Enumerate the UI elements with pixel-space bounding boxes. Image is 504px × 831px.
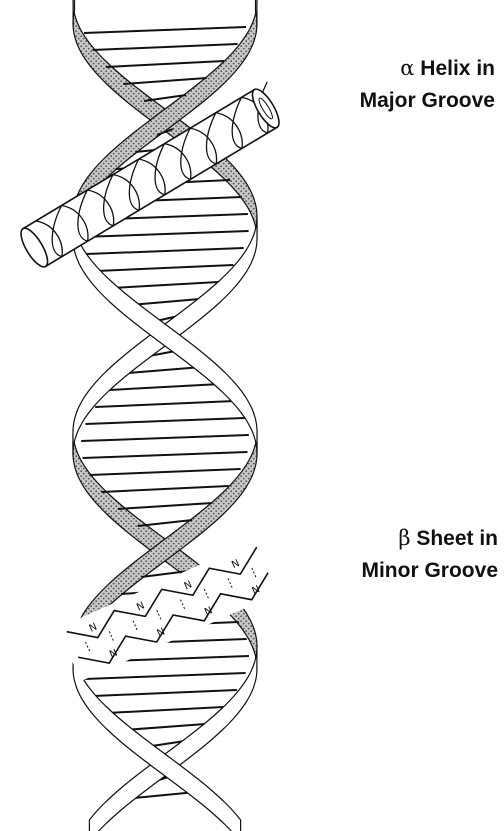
base-pair-rung <box>83 452 248 458</box>
beta-label-text: Sheet in <box>416 527 498 550</box>
beta-sheet-label: β Sheet in Minor Groove <box>270 522 498 587</box>
base-pair-rung <box>93 690 237 696</box>
base-pair-rung <box>81 231 248 237</box>
base-pair-rung <box>86 418 245 424</box>
base-pair-rung <box>118 503 212 509</box>
alpha-helix-label: α Helix in Major Groove <box>270 52 495 117</box>
base-pair-rung <box>89 469 240 475</box>
base-pair-rung <box>106 61 224 67</box>
base-pair-rung <box>84 673 245 679</box>
alpha-label-text: Helix in <box>420 57 495 80</box>
base-pair-rung <box>81 435 249 441</box>
beta-label-line2: Minor Groove <box>270 555 498 587</box>
beta-symbol: β <box>398 526 410 550</box>
base-pair-rung <box>128 367 202 373</box>
alpha-symbol: α <box>400 56 414 80</box>
base-pair-rung <box>110 384 221 390</box>
base-pair-rung <box>107 707 223 713</box>
base-pair-rung <box>84 27 246 33</box>
alpha-label-line2: Major Groove <box>270 85 495 117</box>
base-pair-rung <box>123 78 206 84</box>
base-pair-rung <box>101 486 228 492</box>
base-pair-rung <box>95 401 235 407</box>
base-pair-rung <box>92 44 237 50</box>
base-pair-rung <box>112 282 219 288</box>
base-pair-rung <box>125 724 206 730</box>
base-pair-rung <box>130 299 199 305</box>
base-pair-rung <box>97 265 234 271</box>
base-pair-rung <box>86 248 243 254</box>
